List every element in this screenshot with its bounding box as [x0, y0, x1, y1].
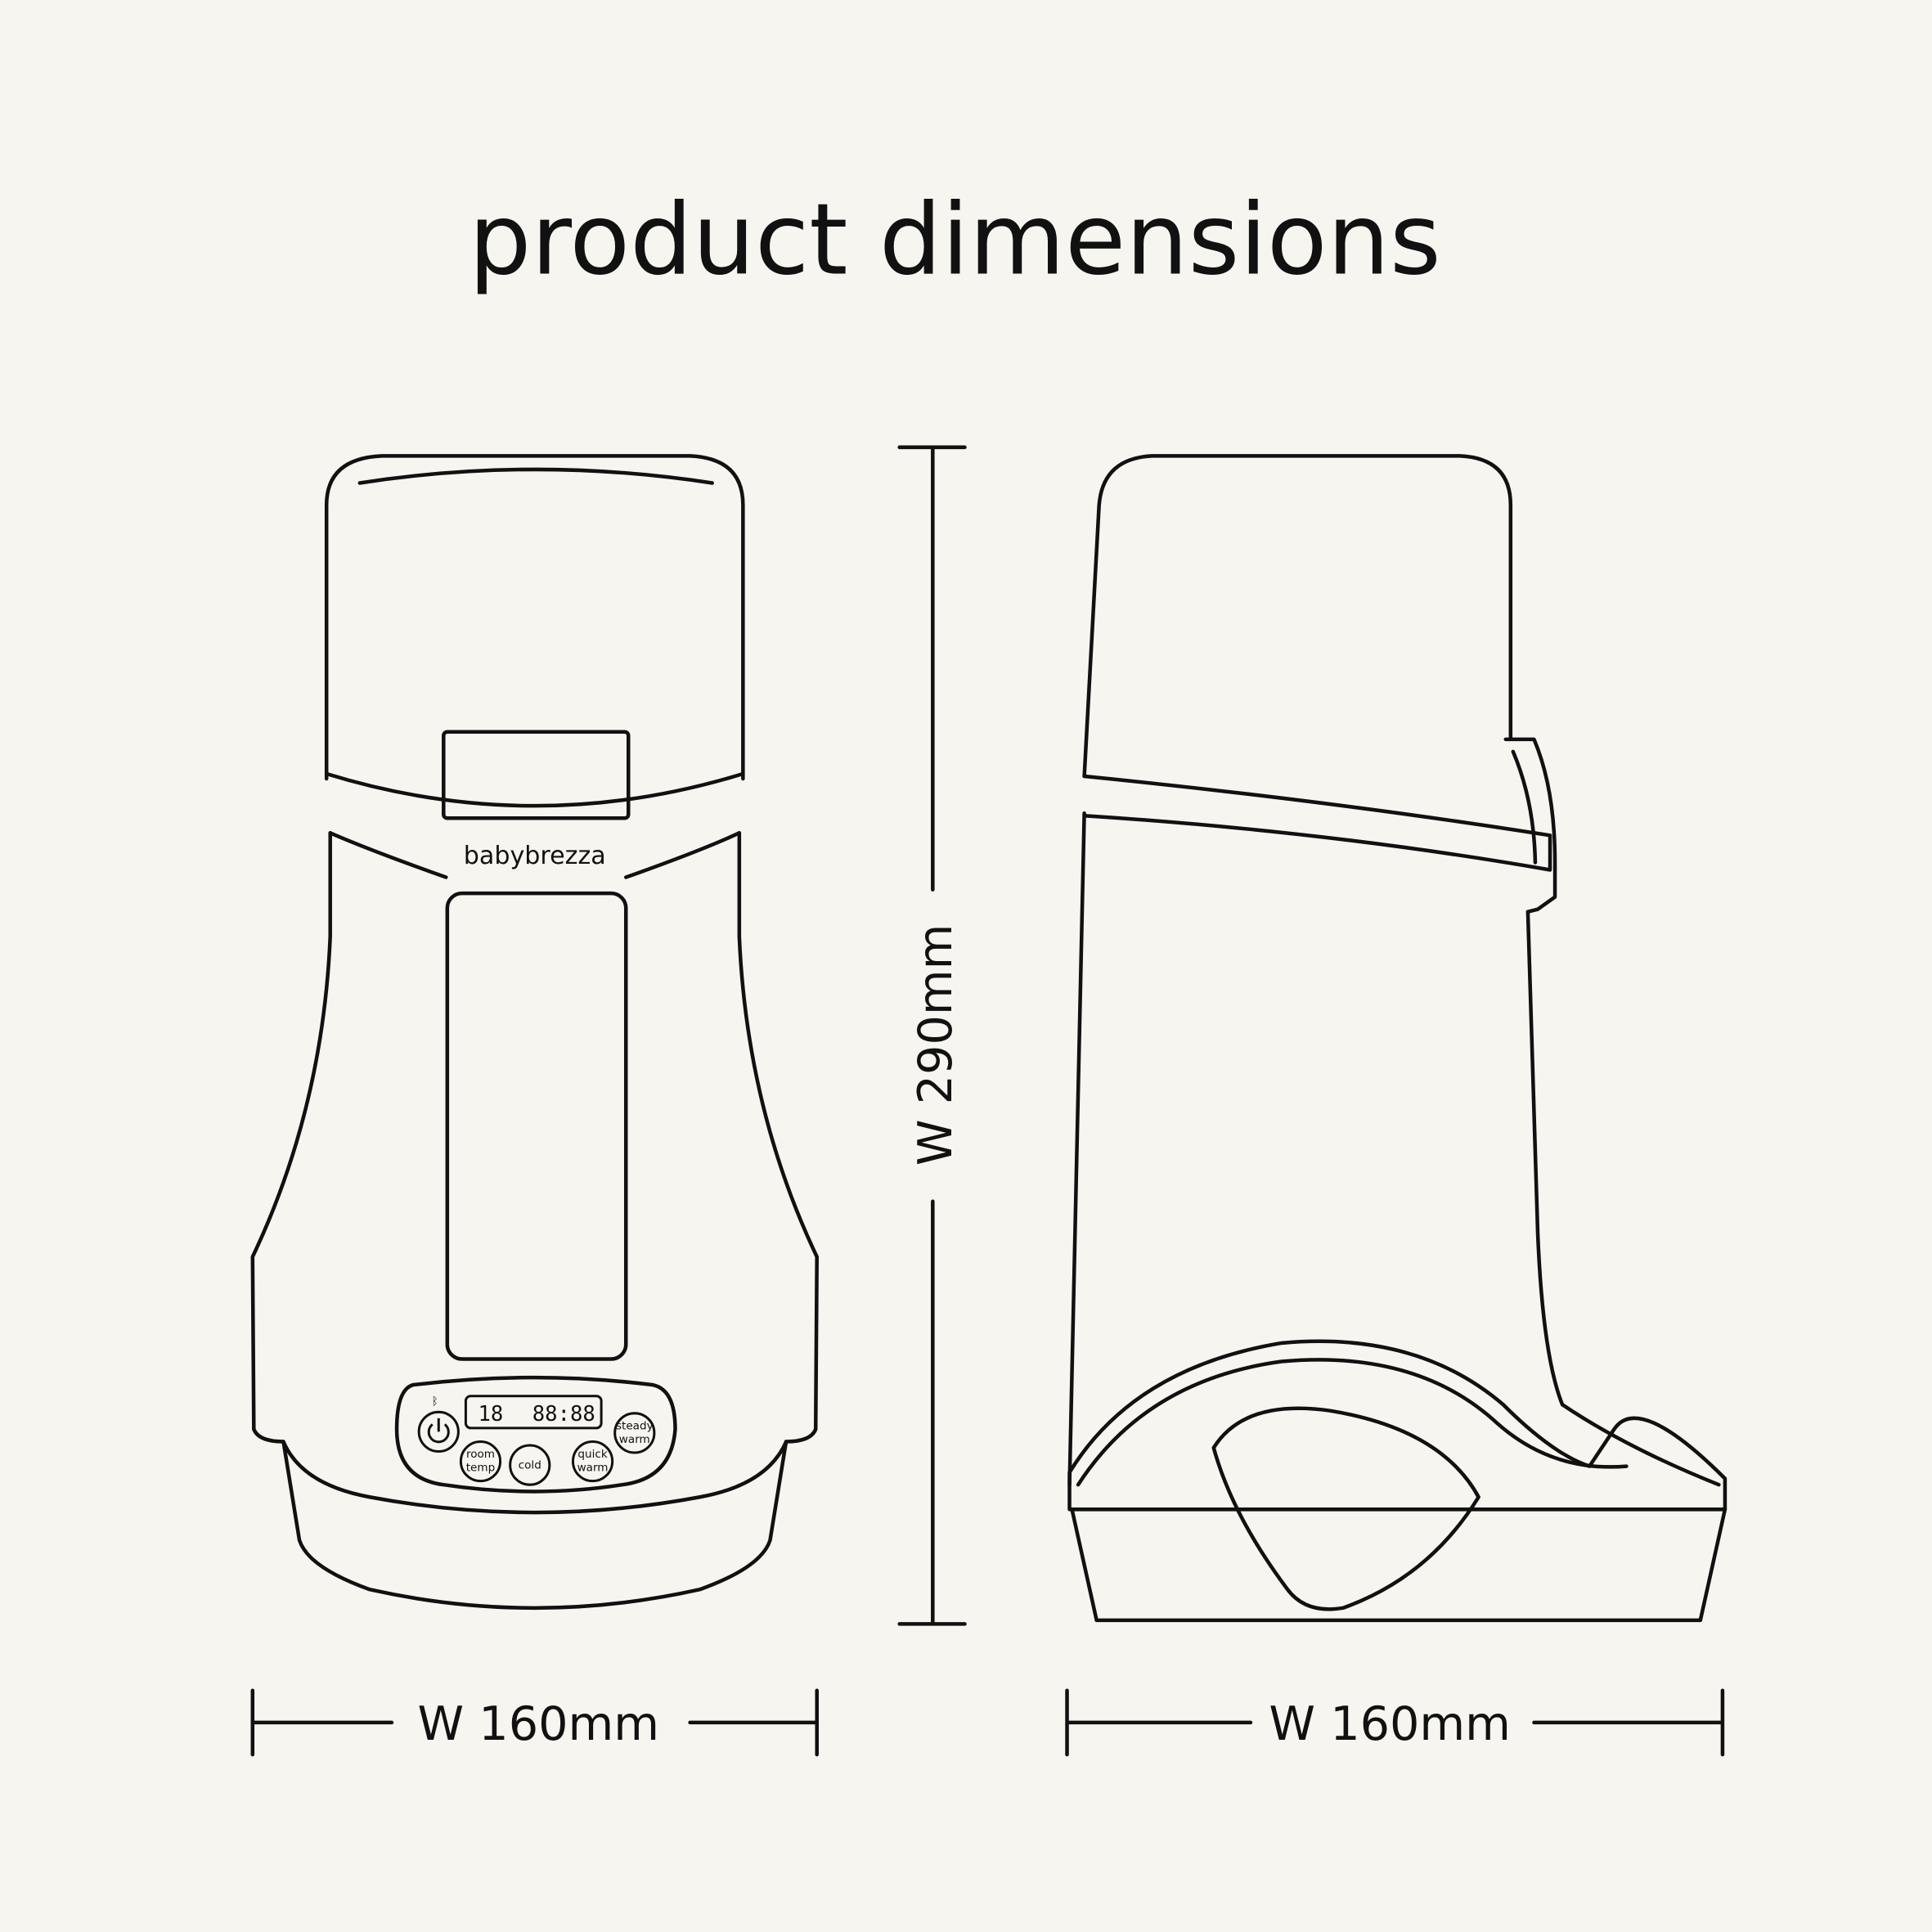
front-width-label: W 160mm	[418, 1697, 660, 1751]
svg-text:steady: steady	[616, 1419, 654, 1432]
power-button[interactable]	[417, 1410, 460, 1453]
side-arch	[1067, 1339, 1728, 1512]
svg-text:temp: temp	[466, 1462, 495, 1475]
side-window	[1211, 1406, 1480, 1611]
front-band-bottom	[328, 831, 742, 879]
lcd-digits: 18	[478, 1402, 503, 1427]
side-band	[1082, 774, 1552, 872]
side-width-label: W 160mm	[1269, 1697, 1511, 1751]
front-width-dimension: W 160mm	[250, 1688, 819, 1757]
steady-warm-button[interactable]: steady warm	[613, 1412, 656, 1454]
control-panel: 18 88:88 ᛒ room temp cold quick warm	[394, 1375, 677, 1494]
bluetooth-icon: ᛒ	[432, 1395, 438, 1408]
front-top-tab	[442, 730, 631, 820]
quick-warm-button[interactable]: quick warm	[571, 1440, 614, 1483]
front-body	[250, 831, 819, 1611]
cold-button[interactable]: cold	[509, 1444, 551, 1486]
brand-logo: babybrezza	[464, 842, 606, 870]
side-view	[1067, 454, 1728, 1623]
svg-text:warm: warm	[577, 1462, 609, 1475]
front-view: babybrezza 18 88:88 ᛒ room temp cold	[250, 454, 819, 1611]
svg-text:room: room	[466, 1448, 495, 1461]
front-base-line	[281, 1440, 789, 1515]
side-body	[1067, 454, 1721, 1487]
front-cap	[324, 454, 745, 781]
svg-text:warm: warm	[619, 1433, 650, 1446]
side-handle	[1503, 737, 1557, 914]
svg-text:cold: cold	[519, 1459, 541, 1472]
height-label: W 290mm	[909, 924, 963, 1166]
side-arch-inner	[1076, 1358, 1629, 1487]
side-base	[1070, 1507, 1728, 1623]
svg-text:quick: quick	[577, 1448, 607, 1461]
power-icon	[427, 1418, 450, 1444]
lcd-display	[464, 1395, 603, 1430]
height-dimension: W 290mm	[897, 445, 967, 1626]
side-width-dimension: W 160mm	[1065, 1688, 1725, 1757]
front-lid-line	[357, 467, 714, 485]
front-window	[445, 891, 628, 1361]
room-temp-button[interactable]: room temp	[459, 1440, 502, 1483]
front-band-top	[324, 771, 745, 808]
page-title: product dimensions	[469, 182, 1441, 297]
lcd-time: 88:88	[532, 1402, 595, 1427]
